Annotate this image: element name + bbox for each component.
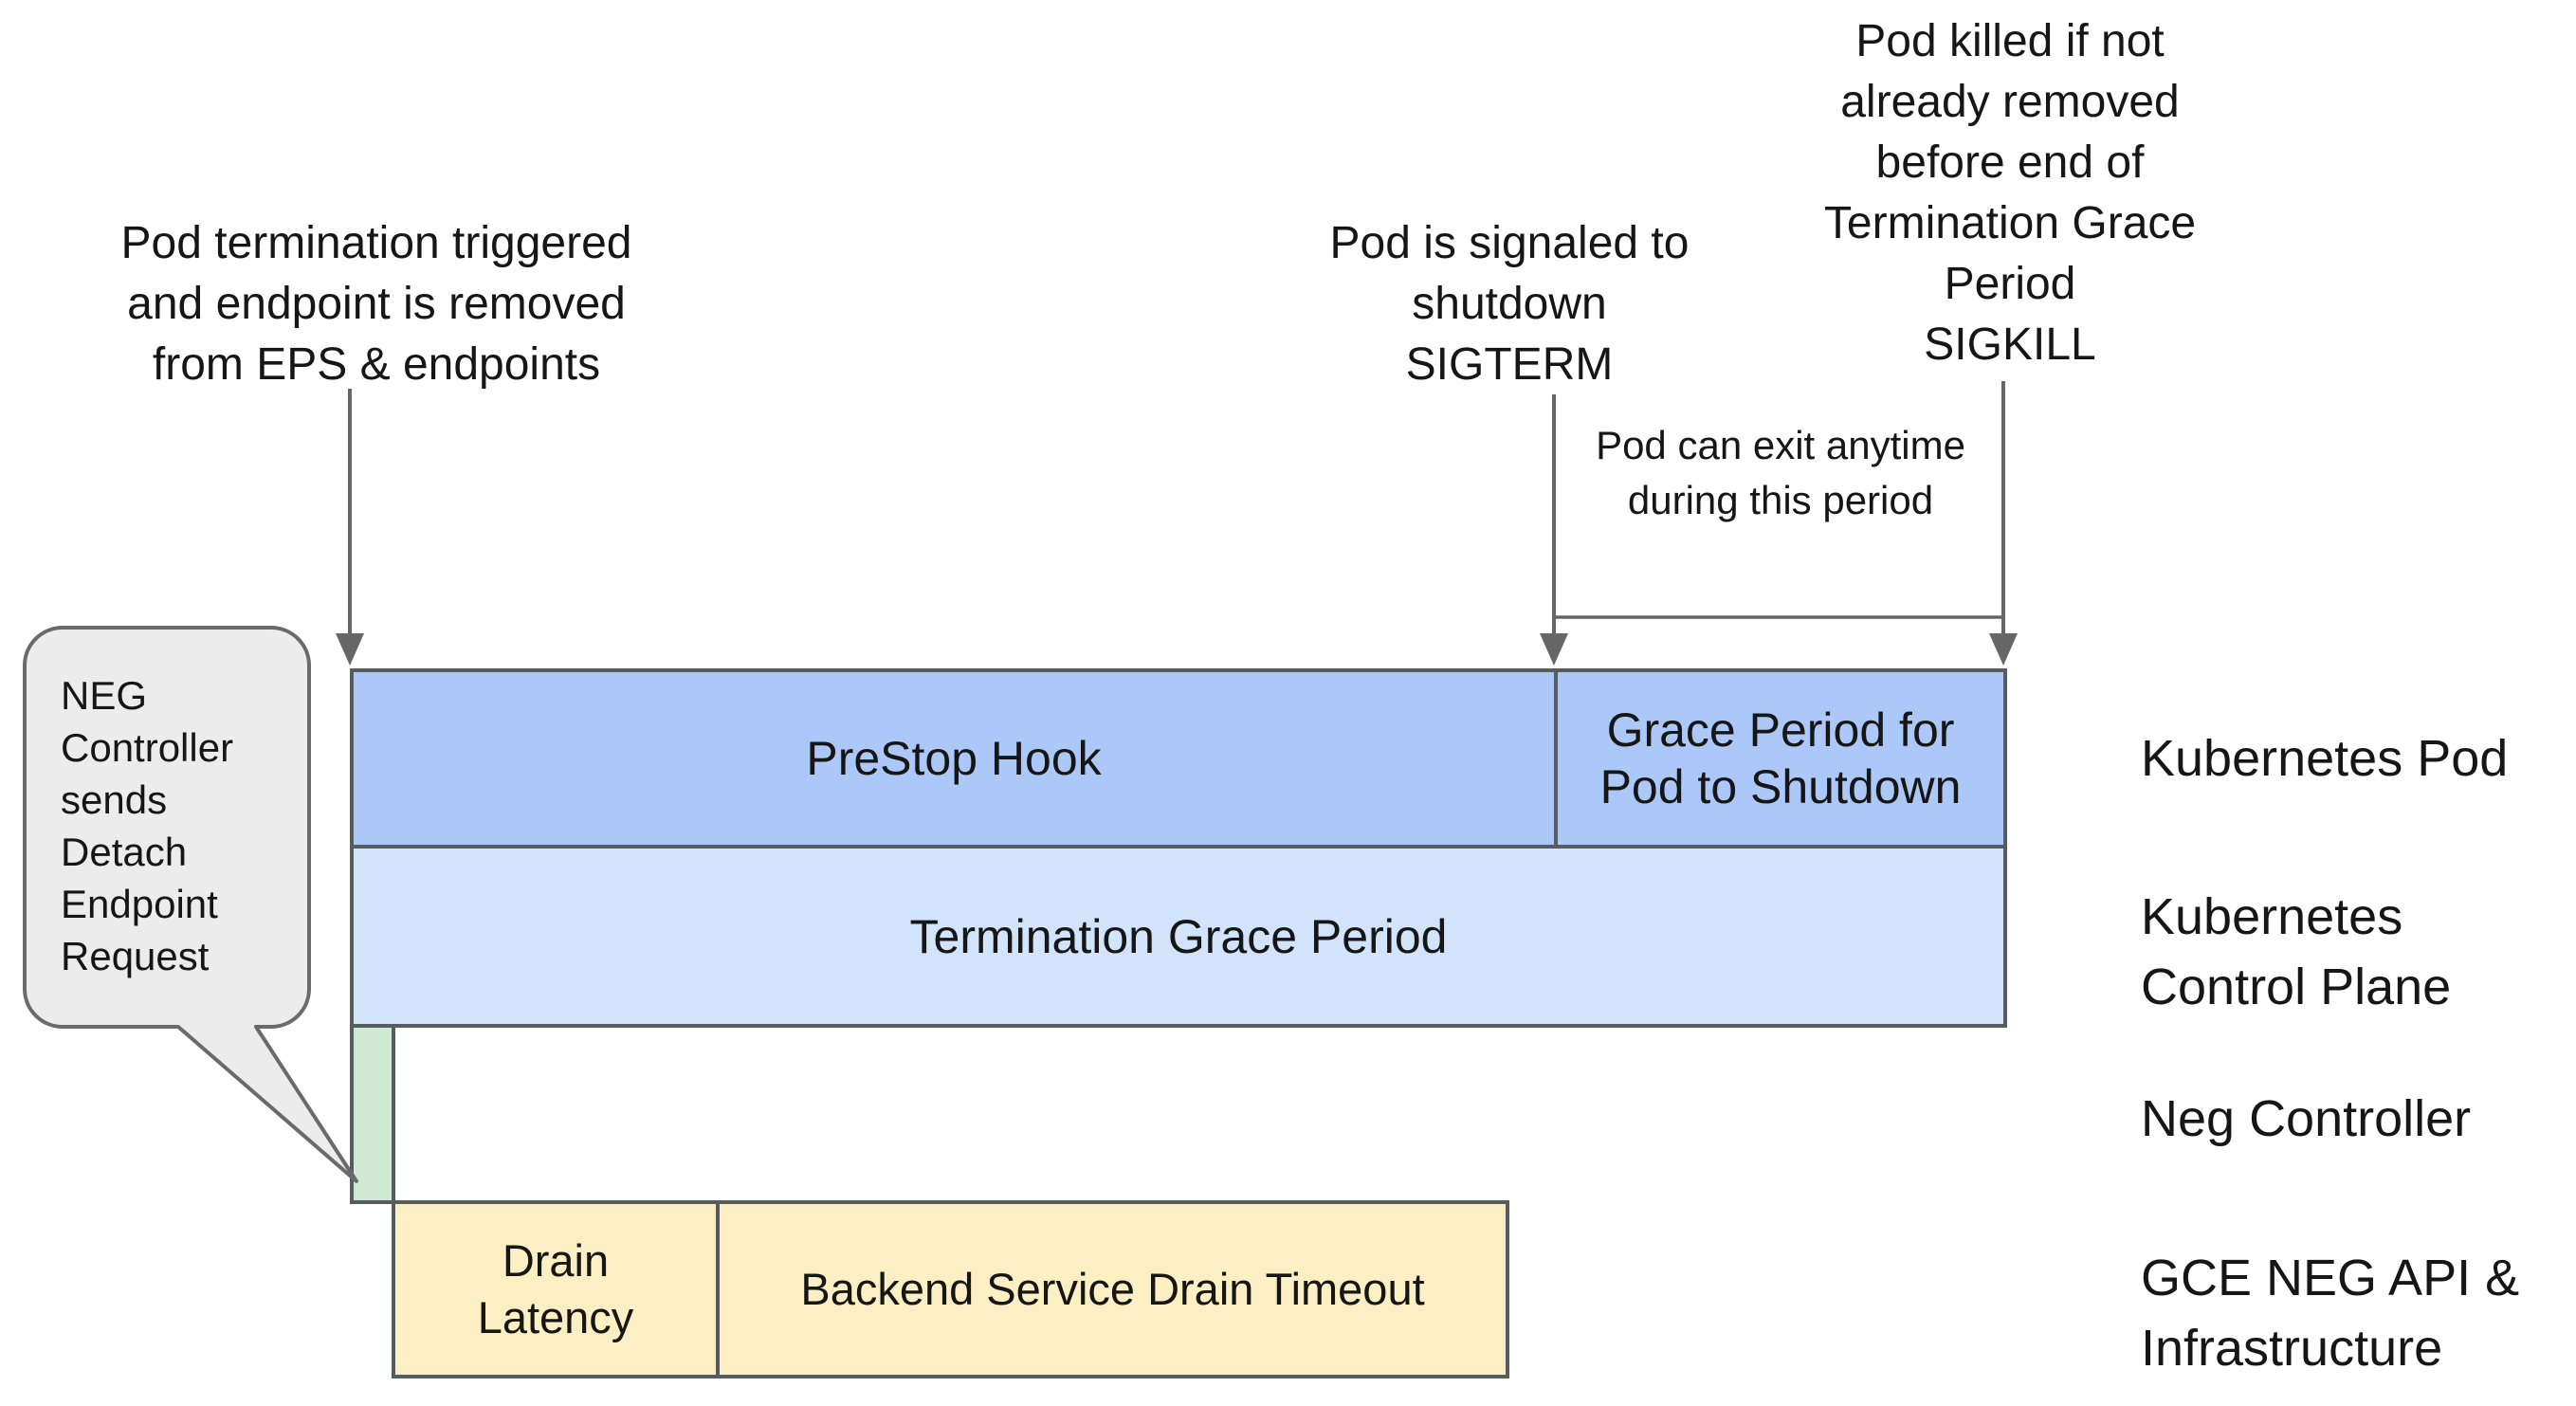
bar-drain-latency: Drain Latency: [392, 1200, 720, 1379]
bar-grace-period-pod-shutdown: Grace Period for Pod to Shutdown: [1554, 668, 2007, 849]
annotation-pod-termination: Pod termination triggered and endpoint i…: [120, 218, 632, 390]
annotation-pod-signaled: Pod is signaled to shutdown SIGTERM: [1329, 218, 1690, 390]
lane-label-gce-neg-api: GCE NEG API & Infrastructure: [2141, 1250, 2520, 1377]
bar-backend-service-drain-timeout: Backend Service Drain Timeout: [716, 1200, 1509, 1379]
note-pod-can-exit: Pod can exit anytime during this period: [1596, 423, 1965, 522]
bar-neg-controller-detach: [350, 1024, 395, 1204]
lane-label-neg-controller: Neg Controller: [2141, 1090, 2472, 1147]
callout-neg-controller-text: NEG Controller sends Detach Endpoint Req…: [61, 673, 234, 978]
arrow-sigkill: [1989, 381, 2018, 666]
bar-termination-grace-period: Termination Grace Period: [350, 845, 2007, 1028]
lane-label-kubernetes-control-plane: Kubernetes Control Plane: [2141, 888, 2452, 1015]
arrow-sigterm: [1540, 394, 1568, 666]
annotation-pod-killed: Pod killed if not already removed before…: [1823, 16, 2197, 370]
lane-label-kubernetes-pod: Kubernetes Pod: [2141, 730, 2509, 787]
bar-prestop-hook: PreStop Hook: [350, 668, 1558, 849]
arrow-pod-termination: [336, 389, 364, 666]
